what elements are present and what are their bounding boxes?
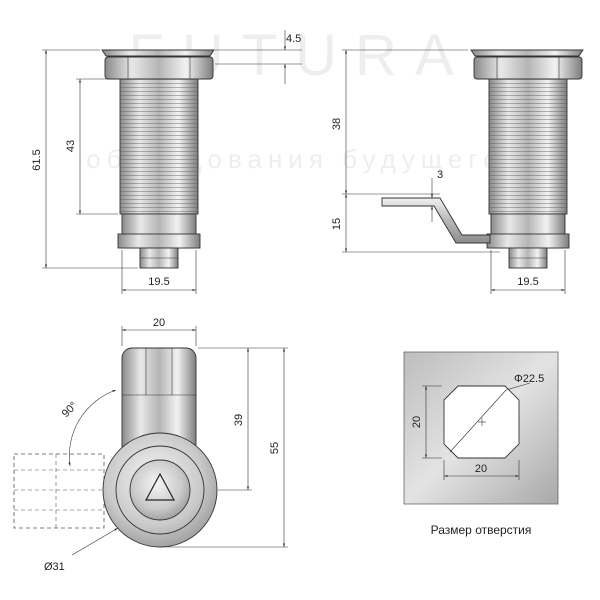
dim-hole-width: 20 — [475, 463, 487, 475]
dim-cap-thickness: 4.5 — [286, 33, 301, 45]
dim-cam-thickness: 3 — [437, 169, 443, 181]
hole-caption: Размер отверстия — [431, 523, 532, 537]
dim-width-side: 19.5 — [517, 276, 538, 288]
dim-39: 39 — [233, 414, 245, 426]
dim-width-front: 19.5 — [148, 276, 169, 288]
front-view: 61.5 43 4.5 19.5 — [31, 30, 302, 294]
bottom-view: 20 90° 39 55 Ø31 — [13, 317, 288, 573]
side-view: 38 15 3 19.5 — [331, 49, 584, 294]
dim-height-total: 61.5 — [31, 149, 43, 170]
dim-diameter-body: Ø31 — [44, 561, 65, 573]
dim-angle: 90° — [60, 400, 80, 420]
dim-body-height: 38 — [331, 118, 343, 130]
hole-view: Φ22.5 20 20 Размер отверстия — [403, 351, 559, 537]
dim-thread-length: 43 — [65, 140, 77, 152]
dim-hole-diameter: Φ22.5 — [514, 373, 544, 385]
dim-cam-offset: 15 — [331, 218, 343, 230]
dim-55: 55 — [269, 442, 281, 454]
dim-hole-height: 20 — [411, 416, 423, 428]
dim-width-bottom: 20 — [153, 317, 165, 329]
